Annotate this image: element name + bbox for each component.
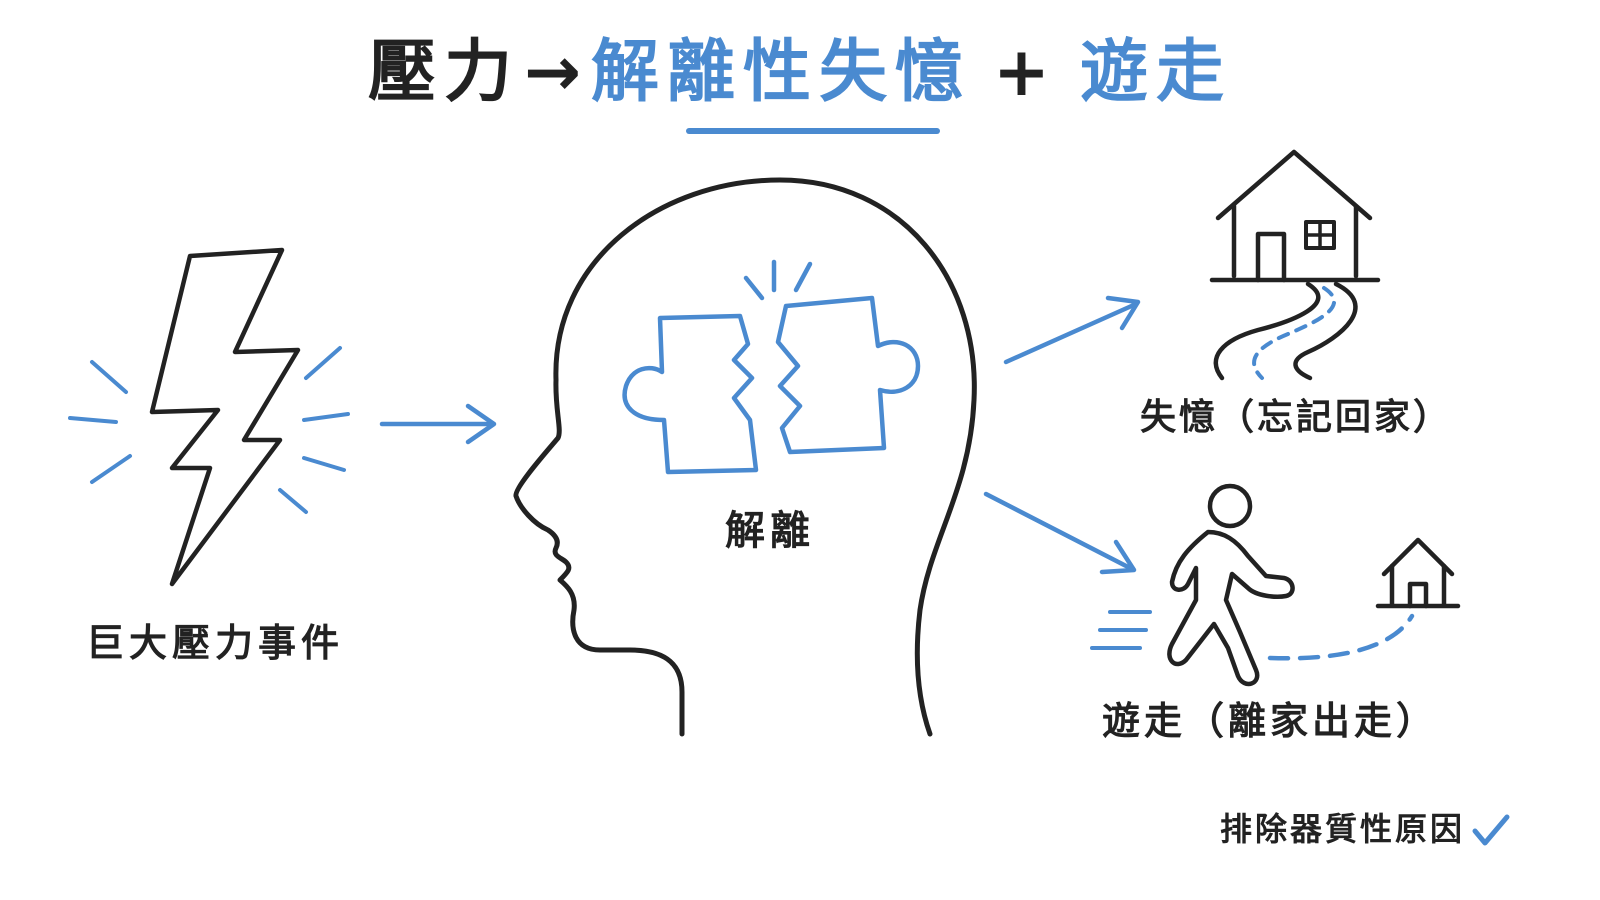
- arrow-head-to-amnesia: [1003, 295, 1141, 365]
- house-icon: [1209, 149, 1381, 381]
- puzzle-pieces-icon: [622, 259, 921, 475]
- title-plus: +: [993, 33, 1058, 113]
- title-fugue: 遊走: [1079, 33, 1232, 113]
- small-house-icon: [1375, 537, 1461, 609]
- title-underline: [686, 128, 940, 134]
- diagram-title: 壓力→解離性失憶 + 遊走: [0, 22, 1600, 121]
- title-arrow: →: [524, 33, 581, 113]
- title-amnesia: 解離性失憶: [590, 33, 971, 113]
- head-profile-icon: [513, 177, 977, 737]
- dissociation-label: 解離: [725, 508, 815, 554]
- checkmark-icon: [1472, 814, 1510, 846]
- stress-event-label: 巨大壓力事件: [85, 621, 344, 665]
- arrow-head-to-fugue: [983, 491, 1137, 575]
- exclude-organic-label: 排除器質性原因: [1220, 810, 1466, 848]
- fugue-label: 遊走（離家出走）: [1101, 699, 1438, 743]
- arrow-event-to-head: [379, 403, 497, 445]
- lightning-bolt-icon: [68, 247, 350, 587]
- exclude-organic-note: 排除器質性原因: [1220, 804, 1511, 850]
- walking-person-icon: [1090, 483, 1415, 687]
- amnesia-label: 失憶（忘記回家）: [1140, 397, 1453, 438]
- title-stress: 壓力: [367, 33, 520, 113]
